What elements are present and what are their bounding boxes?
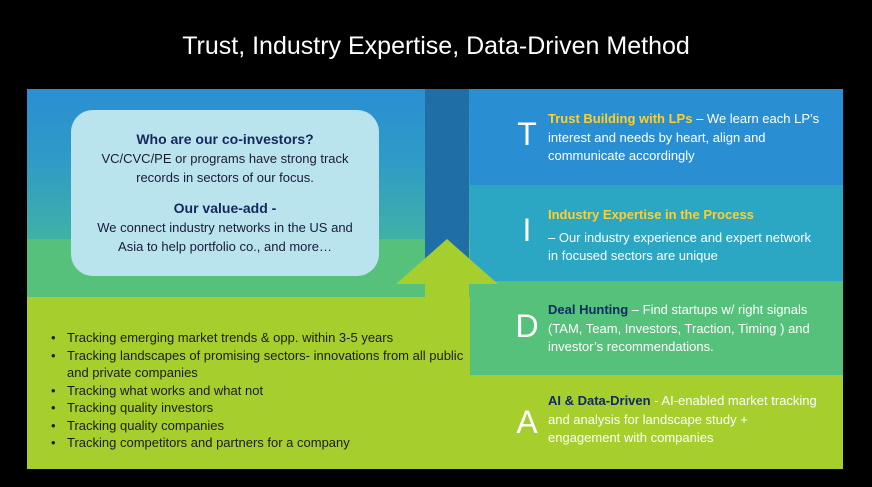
coinvestor-text: VC/CVC/PE or programs have strong track … — [101, 151, 349, 185]
letter-a: A — [516, 404, 538, 440]
value-add-text: We connect industry networks in the US a… — [97, 220, 353, 254]
tracking-list: Tracking emerging market trends & opp. w… — [27, 329, 471, 452]
coinvestor-block: Who are our co-investors? VC/CVC/PE or p… — [71, 130, 379, 187]
row-i-heading: Industry Expertise in the Process — [548, 207, 754, 222]
row-t-body: – We learn each LP’s interest and needs … — [548, 111, 820, 163]
row-a-text: AI & Data-Driven - AI-enabled market tra… — [548, 392, 823, 448]
list-item: Tracking what works and what not — [51, 382, 471, 400]
value-add-heading: Our value-add - — [173, 200, 277, 216]
list-item: Tracking quality investors — [51, 399, 471, 417]
slide-title: Trust, Industry Expertise, Data-Driven M… — [182, 32, 690, 60]
row-t-heading: Trust Building with LPs — [548, 111, 693, 126]
row-d-text: Deal Hunting – Find startups w/ right si… — [548, 301, 823, 357]
row-i-body: – Our industry experience and expert net… — [548, 229, 812, 264]
value-add-block: Our value-add - We connect industry netw… — [71, 199, 379, 256]
list-item: Tracking quality companies — [51, 417, 471, 435]
tida-panel: Who are our co-investors? VC/CVC/PE or p… — [27, 89, 843, 469]
row-a-body: - AI-enabled market tracking and analysi… — [548, 393, 817, 445]
row-i-text: Industry Expertise in the Process – Our … — [548, 206, 823, 266]
up-arrow-icon — [396, 239, 498, 284]
list-item: Tracking landscapes of promising sectors… — [51, 347, 471, 382]
row-d-heading: Deal Hunting — [548, 302, 629, 317]
list-item: Tracking emerging market trends & opp. w… — [51, 329, 471, 347]
letter-d: D — [515, 308, 539, 344]
info-bubble: Who are our co-investors? VC/CVC/PE or p… — [71, 110, 379, 276]
arrow-base — [425, 283, 469, 303]
letter-i: I — [522, 212, 532, 248]
row-a-heading: AI & Data-Driven — [548, 393, 651, 408]
row-d-body: – Find startups w/ right signals (TAM, T… — [548, 302, 810, 354]
list-item: Tracking competitors and partners for a … — [51, 434, 471, 452]
arrow-stem — [425, 89, 469, 259]
coinvestor-heading: Who are our co-investors? — [136, 131, 314, 147]
row-t-text: Trust Building with LPs – We learn each … — [548, 110, 823, 166]
letter-t: T — [517, 116, 537, 152]
